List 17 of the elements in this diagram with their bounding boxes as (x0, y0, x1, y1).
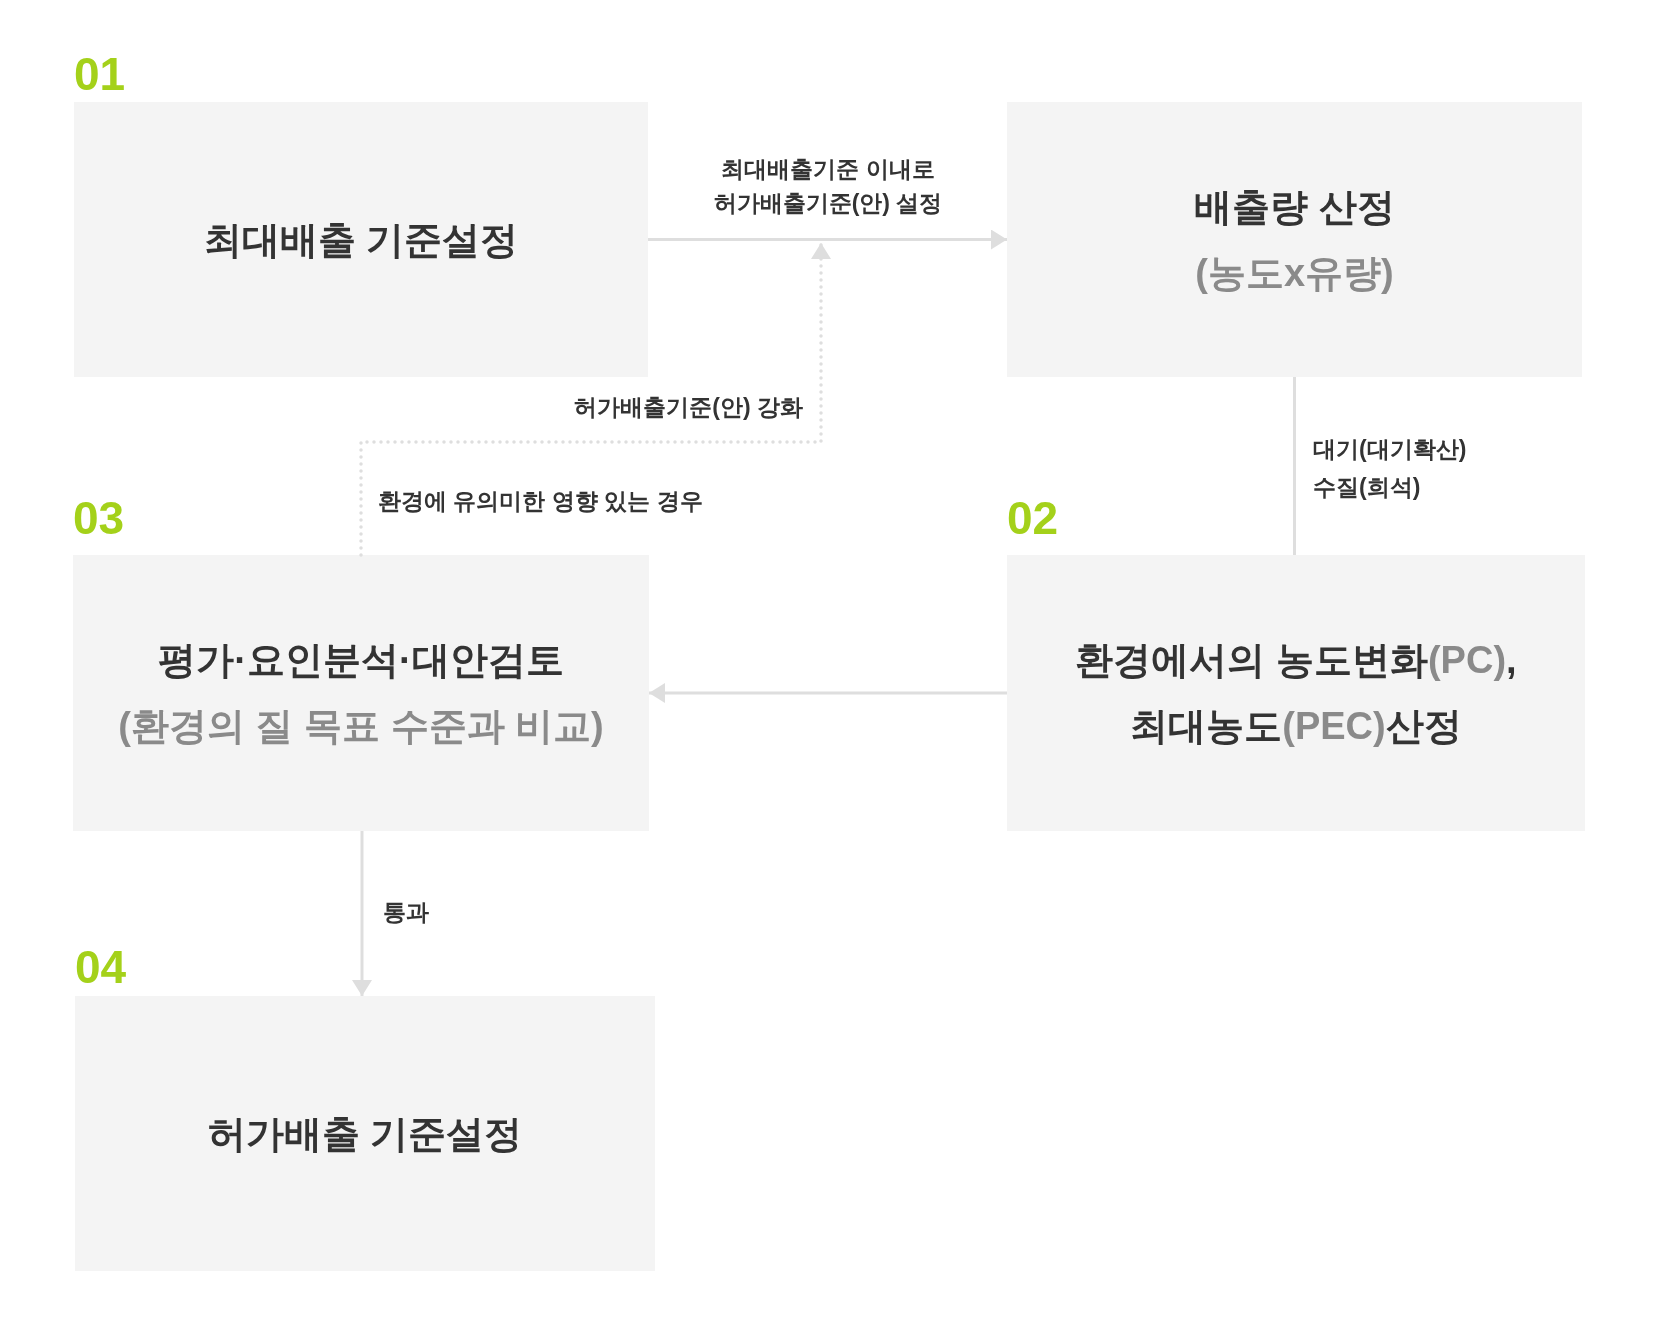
dotted-arrow (359, 241, 831, 557)
box-title: 환경에서의 농도변화(PC), 최대농도(PEC)산정 (1074, 638, 1518, 749)
box-title: 평가·요인분석·대안검토 (158, 638, 564, 683)
box-title: 허가배출 기준설정 (207, 1111, 523, 1157)
connector-line (1293, 377, 1296, 555)
box-title: 최대배출 기준설정 (203, 217, 519, 263)
step-number: 01 (74, 51, 126, 97)
step-number: 04 (75, 944, 127, 990)
box-subtitle: (농도x유량) (1195, 250, 1394, 296)
arrow (648, 229, 1007, 250)
box-subtitle: (환경의 질 목표 수준과 비교) (118, 704, 604, 749)
arrow (352, 831, 372, 996)
step-number: 03 (73, 495, 125, 541)
arrow (649, 683, 1007, 703)
step-number: 02 (1007, 495, 1059, 541)
process-box (1007, 102, 1582, 377)
box-title: 배출량 산정 (1194, 184, 1395, 230)
